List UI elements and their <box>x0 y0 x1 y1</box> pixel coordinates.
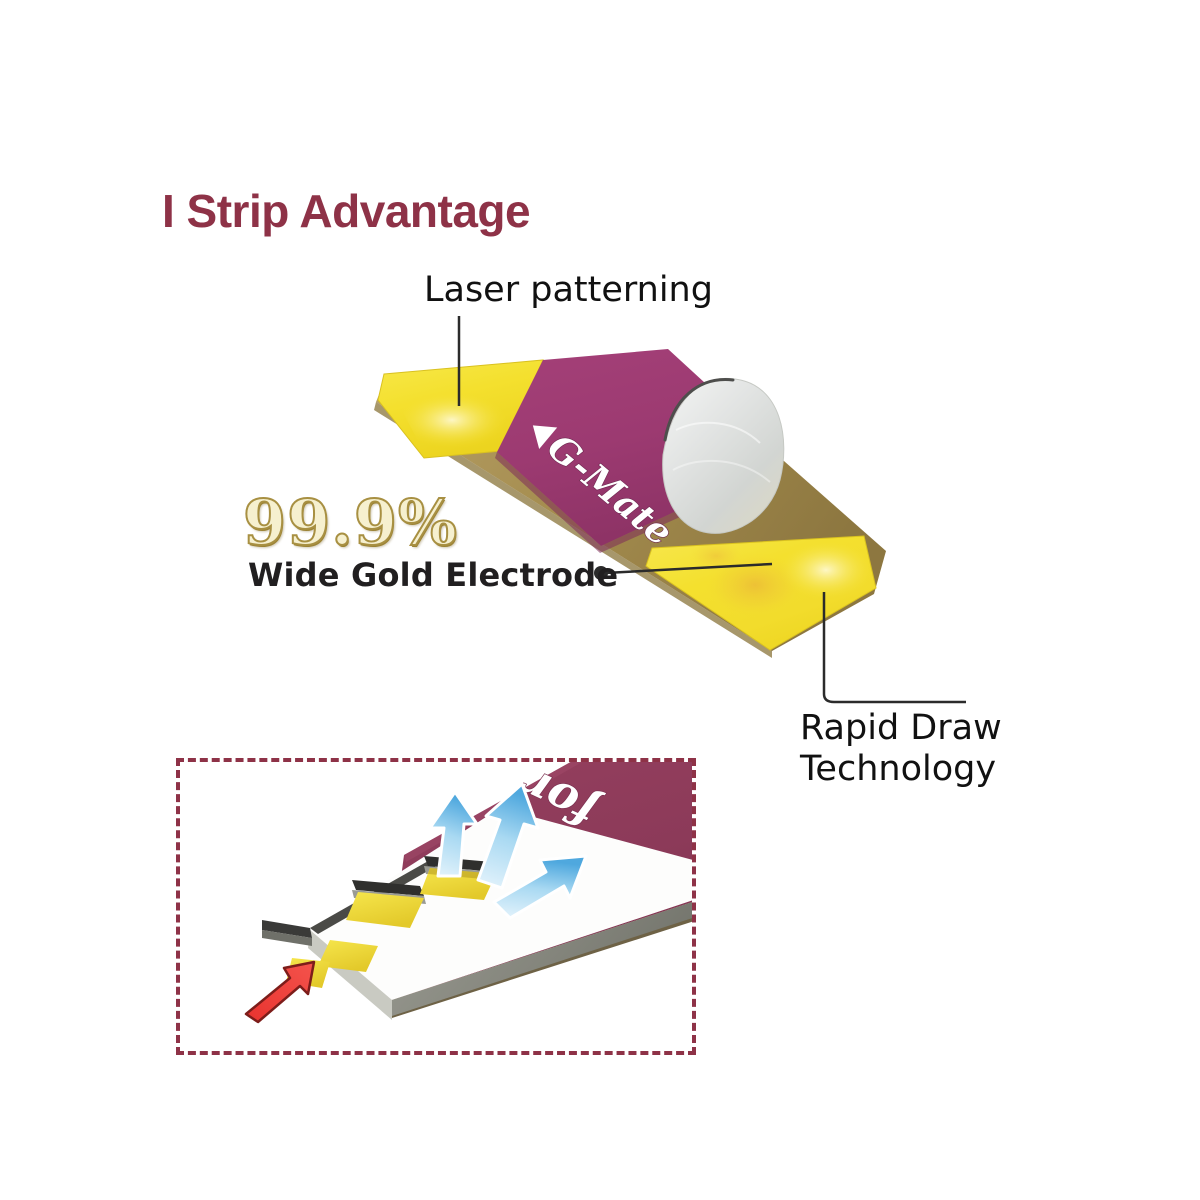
page-title: I Strip Advantage <box>162 185 531 237</box>
brand-logo: G-Mate <box>532 425 681 555</box>
leader-line-gold-electrode <box>604 562 773 575</box>
leader-line-rapid-draw <box>822 592 966 704</box>
callout-label-laser-patterning: Laser patterning <box>424 270 713 310</box>
callout-label-wide-gold-electrode: Wide Gold Electrode <box>248 556 619 594</box>
inset-detail-box <box>176 758 696 1055</box>
gold-electrode-bottom <box>645 535 877 651</box>
gold-electrode-top <box>377 359 544 459</box>
callout-headline-99-9-percent: 99.9% <box>242 485 458 560</box>
rapid-draw-line-1: Rapid Draw <box>800 708 1002 748</box>
maroon-label-body <box>495 349 742 553</box>
svg-text:G-Mate: G-Mate <box>539 426 680 554</box>
rapid-draw-line-2: Technology <box>800 748 997 789</box>
peel-film <box>662 377 785 534</box>
